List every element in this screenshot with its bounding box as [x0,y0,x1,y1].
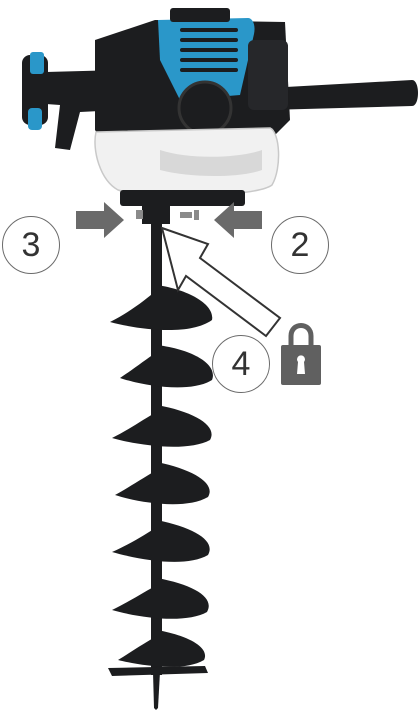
auger-flight-5 [112,520,210,562]
coupling-pin-right [180,212,192,218]
auger-engine [22,8,418,224]
callout-step-4-label: 4 [232,345,251,384]
engine-cover-cap [179,82,231,134]
callout-step-4: 4 [212,335,270,393]
auger-flight-6 [112,578,209,619]
auger-flight-7 [118,630,205,667]
callout-step-2: 2 [271,216,329,274]
arrow-right-icon [76,202,124,238]
auger-flight-3 [112,405,212,447]
auger-bit [108,215,213,710]
arrow-left-icon [214,202,262,238]
engine-top-fitting [170,8,230,22]
auger-pilot-tip [153,672,160,710]
auger-flight-4 [115,462,210,504]
coupling-pin-stub [194,210,199,220]
auger-flight-2 [120,345,213,387]
callout-step-3: 3 [2,216,60,274]
right-handle [268,80,418,110]
output-collar [120,190,245,206]
left-handle-trigger [28,108,42,130]
callout-step-3-label: 3 [22,226,41,265]
engine-muffler [248,40,288,110]
callout-step-2-label: 2 [291,226,310,265]
left-handle-switch [30,52,44,74]
shaft-coupler [142,206,170,224]
lock-icon [281,326,321,386]
auger-flight-1 [110,285,212,330]
coupling-pin-left [136,210,143,219]
